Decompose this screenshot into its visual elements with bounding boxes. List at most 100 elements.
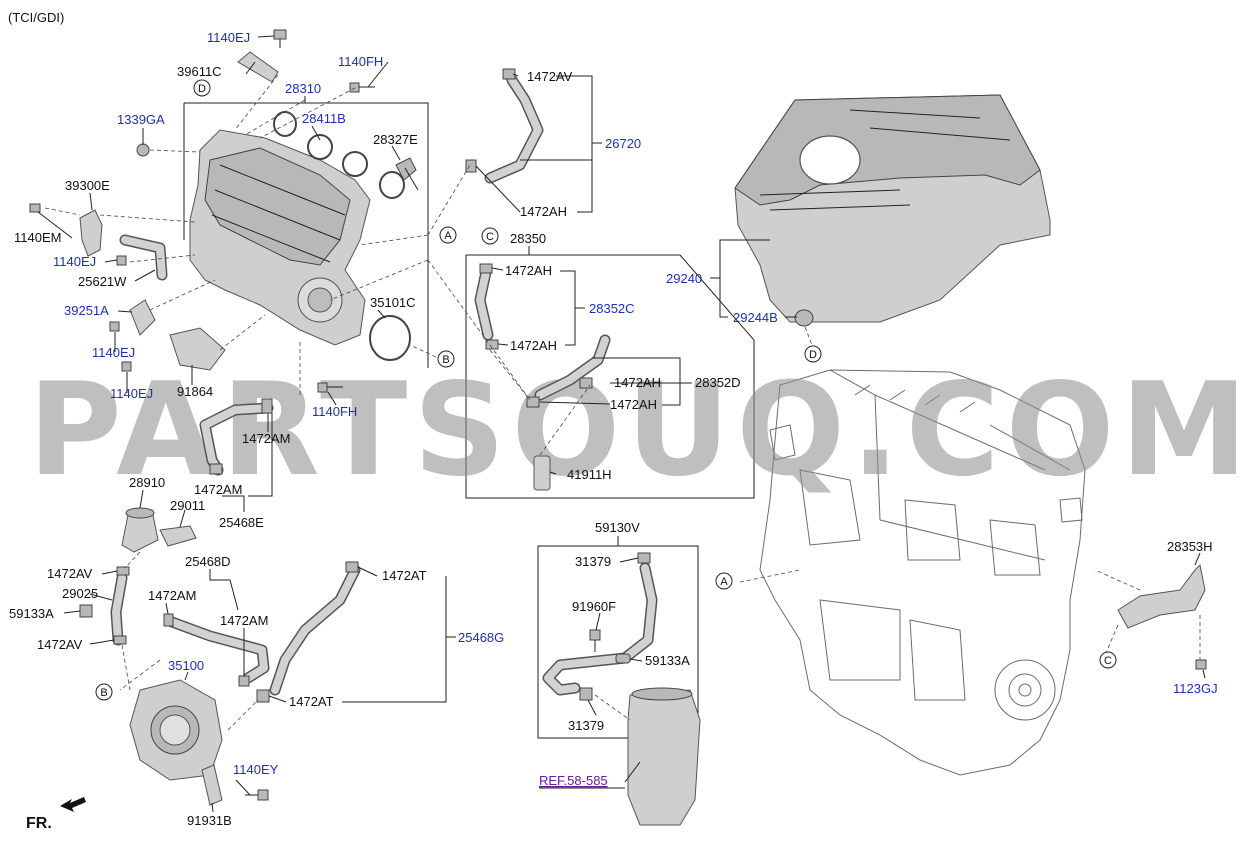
part-link-26720[interactable]: 26720 bbox=[605, 136, 641, 151]
sensor-28327E[interactable] bbox=[395, 157, 419, 191]
part-link-1140EJ-top[interactable]: 1140EJ bbox=[207, 30, 250, 45]
bolt-1140FH-low[interactable] bbox=[317, 382, 343, 393]
part-link-1339GA[interactable]: 1339GA bbox=[117, 112, 165, 127]
pcv-group-frame bbox=[465, 254, 755, 499]
part-link-29240[interactable]: 29240 bbox=[666, 271, 702, 286]
part-label-39300E: 39300E bbox=[65, 178, 110, 193]
connector-29011[interactable] bbox=[159, 525, 197, 547]
clamp-1472AM-lower[interactable] bbox=[209, 463, 223, 475]
part-link-28411B[interactable]: 28411B bbox=[302, 111, 346, 126]
clamp-1472AV-a[interactable] bbox=[116, 566, 130, 576]
clamp-1472AT-lower[interactable] bbox=[256, 689, 270, 703]
svg-text:A: A bbox=[444, 230, 452, 242]
front-arrow-icon bbox=[60, 797, 86, 812]
intake-manifold[interactable] bbox=[189, 129, 371, 346]
bolt-1140EJ-mid[interactable] bbox=[116, 255, 127, 266]
hose-28352D[interactable] bbox=[534, 334, 611, 401]
clamp-1472AH-d[interactable] bbox=[579, 377, 593, 389]
vacuum-pump-ref[interactable] bbox=[627, 687, 701, 826]
grommet-59133A-a[interactable] bbox=[79, 604, 93, 618]
part-link-29244B[interactable]: 29244B bbox=[733, 310, 778, 325]
pcv-valve-41911H[interactable] bbox=[533, 455, 551, 491]
part-link-28310[interactable]: 28310 bbox=[285, 81, 321, 96]
engine-block[interactable] bbox=[759, 369, 1086, 776]
sensor-39300E[interactable] bbox=[79, 209, 103, 257]
part-label-28352D: 28352D bbox=[695, 375, 741, 390]
bolt-1140EJ-top[interactable] bbox=[273, 29, 287, 48]
clamp-1472AT-upper[interactable] bbox=[345, 561, 359, 573]
bolt-1140EM[interactable] bbox=[29, 203, 41, 213]
part-link-39251A[interactable]: 39251A bbox=[64, 303, 109, 318]
bracket-28353H[interactable] bbox=[1117, 563, 1206, 629]
bolt-1140EJ-low1[interactable] bbox=[109, 321, 120, 332]
clamp-1472AV-c[interactable] bbox=[502, 68, 516, 80]
part-link-1140FH-top[interactable]: 1140FH bbox=[338, 54, 383, 69]
hose-25468G[interactable] bbox=[269, 564, 361, 696]
part-link-1140EJ-low2[interactable]: 1140EJ bbox=[110, 386, 153, 401]
clamp-1472AM-d[interactable] bbox=[238, 675, 250, 687]
bolt-1140EJ-low2[interactable] bbox=[121, 361, 132, 372]
clamp-31379-a[interactable] bbox=[637, 552, 651, 564]
part-link-1140FH-low[interactable]: 1140FH bbox=[312, 404, 357, 419]
bolt-1123GJ[interactable] bbox=[1195, 659, 1207, 670]
clamp-1472AH-e[interactable] bbox=[526, 396, 540, 408]
bracket-91931B[interactable] bbox=[201, 764, 223, 806]
part-link-1140EJ-low1[interactable]: 1140EJ bbox=[92, 345, 135, 360]
throttle-body-35100[interactable] bbox=[129, 679, 223, 781]
sensor-39251A[interactable] bbox=[129, 299, 156, 336]
clamp-31379-b[interactable] bbox=[579, 687, 593, 701]
part-label-41911H: 41911H bbox=[567, 467, 612, 482]
callout-C-pcv[interactable]: C bbox=[481, 227, 499, 245]
cover-grommet[interactable] bbox=[794, 309, 814, 327]
pipe-29025[interactable] bbox=[110, 572, 128, 646]
callout-A-manifold[interactable]: A bbox=[439, 226, 457, 244]
callout-A-engine[interactable]: A bbox=[715, 572, 733, 590]
part-link-1123GJ[interactable]: 1123GJ bbox=[1173, 681, 1218, 696]
part-link-28352C[interactable]: 28352C bbox=[589, 301, 635, 316]
clamp-1472AM-c[interactable] bbox=[163, 613, 174, 627]
bracket-91864[interactable] bbox=[169, 327, 226, 371]
svg-text:D: D bbox=[809, 349, 817, 361]
manifold-gaskets[interactable] bbox=[273, 111, 405, 199]
callout-C-engine[interactable]: C bbox=[1099, 651, 1117, 669]
part-link-1140EJ-mid[interactable]: 1140EJ bbox=[53, 254, 96, 269]
hose-25468E[interactable] bbox=[199, 402, 274, 476]
leader-lines bbox=[37, 35, 1206, 813]
engine-cover[interactable] bbox=[734, 94, 1051, 323]
callout-B-manifold[interactable]: B bbox=[437, 350, 455, 368]
svg-text:C: C bbox=[486, 231, 494, 243]
part-label-1140EM: 1140EM bbox=[14, 230, 61, 245]
canister-valve-28910[interactable] bbox=[121, 507, 159, 553]
clamp-1472AH-top[interactable] bbox=[465, 159, 477, 173]
bolt-1140FH-top[interactable] bbox=[349, 82, 375, 93]
part-label-25621W: 25621W bbox=[78, 274, 127, 289]
clamp-1472AM-upper[interactable] bbox=[261, 398, 273, 414]
clamp-1472AV-b[interactable] bbox=[113, 635, 127, 645]
nut-1339GA[interactable] bbox=[136, 143, 150, 157]
callout-D-cover[interactable]: D bbox=[804, 345, 822, 363]
gasket-35101C[interactable] bbox=[369, 315, 411, 361]
vacuum-hose-59130V[interactable] bbox=[542, 562, 658, 696]
hose-25468D[interactable] bbox=[166, 616, 270, 684]
bracket-39611C[interactable] bbox=[237, 51, 279, 83]
bolt-1140EY[interactable] bbox=[245, 789, 269, 801]
hose-26720[interactable] bbox=[484, 74, 544, 184]
callout-B-throttle[interactable]: B bbox=[95, 683, 113, 701]
grommet-59133A-b[interactable] bbox=[615, 653, 631, 664]
part-label-28910: 28910 bbox=[129, 475, 165, 490]
part-link-25468G[interactable]: 25468G bbox=[458, 630, 504, 645]
watermark: PARTSOUQ.COM bbox=[28, 356, 1240, 505]
hose-28352C[interactable] bbox=[474, 266, 494, 341]
svg-text:B: B bbox=[100, 687, 107, 699]
part-link-1140EY[interactable]: 1140EY bbox=[233, 762, 279, 777]
manifold-group-frame bbox=[184, 102, 429, 368]
clamp-1472AH-b[interactable] bbox=[479, 263, 493, 274]
part-label-1472AM-d: 1472AM bbox=[220, 613, 268, 628]
ref-link-58-585[interactable]: REF.58-585 bbox=[539, 773, 608, 788]
callout-D-top[interactable]: D bbox=[193, 79, 211, 97]
part-label-1472AT-b: 1472AT bbox=[289, 694, 334, 709]
part-link-35100[interactable]: 35100 bbox=[168, 658, 204, 673]
pipe-25621W[interactable] bbox=[119, 234, 168, 281]
bolt-91960F[interactable] bbox=[589, 629, 601, 652]
